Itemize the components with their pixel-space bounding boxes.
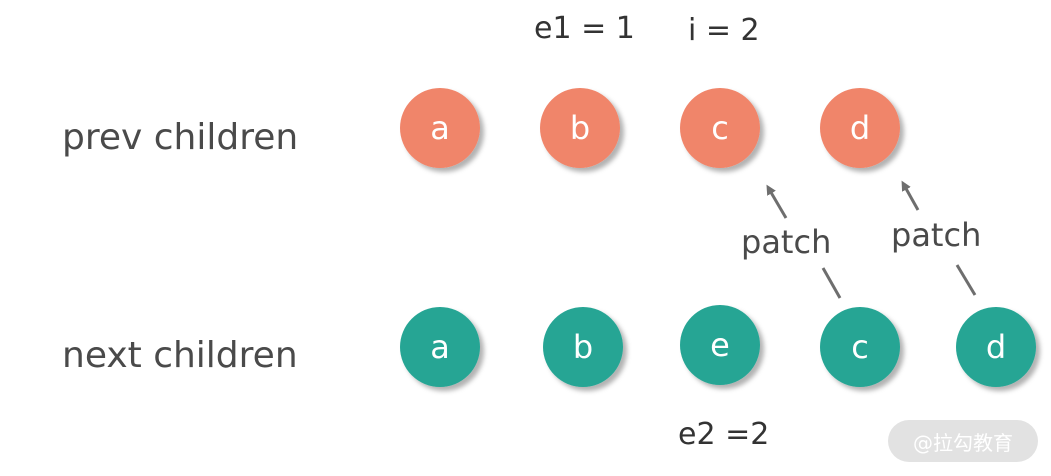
patch-arrow-c-tail <box>821 267 842 299</box>
svg-text:e: e <box>710 326 730 364</box>
prev-node-1: b <box>540 88 620 168</box>
i-annotation: i = 2 <box>688 13 760 48</box>
svg-text:c: c <box>711 109 729 147</box>
watermark-text: @拉勾教育 <box>913 430 1013 455</box>
patch-arrow-c-head <box>766 184 788 219</box>
prev-children-label: prev children <box>62 117 299 158</box>
svg-text:d: d <box>850 109 870 147</box>
watermark-badge: @拉勾教育 <box>888 420 1038 462</box>
next-node-2: e <box>680 305 760 385</box>
svg-text:b: b <box>573 328 593 366</box>
patch-label-d: patch <box>891 216 982 254</box>
next-node-4: d <box>956 307 1036 387</box>
e2-annotation: e2 =2 <box>678 417 770 452</box>
prev-node-3: d <box>820 88 900 168</box>
svg-text:c: c <box>851 328 869 366</box>
svg-text:a: a <box>430 109 450 147</box>
patch-label-c: patch <box>741 223 832 261</box>
next-node-3: c <box>820 307 900 387</box>
patch-arrow-d-tail <box>955 264 977 296</box>
prev-node-2: c <box>680 88 760 168</box>
svg-text:a: a <box>430 328 450 366</box>
patch-arrow-d-head <box>901 180 920 211</box>
next-children-label: next children <box>62 335 298 376</box>
svg-text:d: d <box>986 328 1006 366</box>
next-node-1: b <box>543 307 623 387</box>
next-node-0: a <box>400 307 480 387</box>
e1-annotation: e1 = 1 <box>534 11 635 46</box>
svg-text:b: b <box>570 109 590 147</box>
prev-node-0: a <box>400 88 480 168</box>
